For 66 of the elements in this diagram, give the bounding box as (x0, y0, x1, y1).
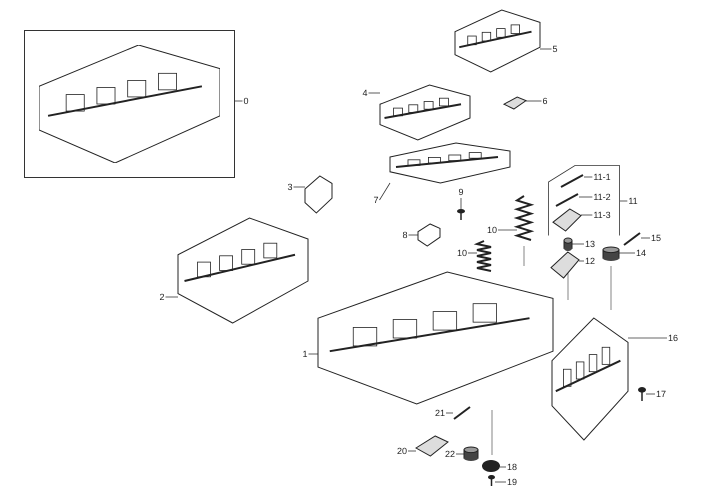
screw-drawing (488, 475, 495, 486)
callout-number: 21 (434, 408, 445, 418)
callout-number: 3 (287, 182, 292, 192)
callout-number: 13 (584, 239, 595, 249)
callout-number: 9 (458, 187, 464, 197)
callout-number: 19 (506, 477, 517, 487)
assembly-frame (24, 30, 235, 178)
callout-number: 6 (542, 96, 548, 106)
callout-number: 12 (584, 256, 595, 266)
leader-line (379, 182, 390, 200)
callout-number: 5 (552, 44, 558, 54)
leader-line (368, 92, 380, 94)
leader-line (408, 450, 416, 452)
guide-drawing (178, 218, 308, 323)
roller-drawing (564, 238, 572, 251)
callout-number: 1 (302, 349, 308, 359)
plate-drawing (390, 143, 510, 183)
callout-number: 15 (650, 233, 661, 243)
leader-line (526, 100, 542, 102)
guide-drawing (305, 176, 332, 213)
leader-line (578, 196, 593, 198)
cover-drawing (552, 318, 628, 440)
leader-line (468, 252, 478, 254)
leader-line (408, 234, 418, 236)
callout-number: 7 (373, 195, 378, 205)
foot-drawing (482, 460, 500, 472)
leader-line (540, 48, 552, 50)
roller-drawing (603, 247, 619, 261)
leader-line (618, 252, 636, 254)
callout-number: 0 (243, 96, 248, 106)
rod-drawing (623, 232, 641, 246)
leader-line (293, 186, 306, 188)
rod-drawing (453, 406, 471, 420)
callout-number: 18 (506, 462, 517, 472)
leader-line (165, 296, 178, 298)
roller-drawing (464, 447, 478, 461)
screw-drawing (457, 209, 465, 220)
callout-number: 22 (444, 449, 455, 459)
leader-line (580, 214, 593, 216)
leader-line (234, 100, 243, 102)
callout-number: 11 (628, 196, 638, 206)
callout-number: 20 (396, 446, 407, 456)
callout-number: 11-3 (593, 210, 611, 220)
leader-line (500, 466, 506, 468)
callout-number: 10 (486, 225, 497, 235)
leader-line (620, 200, 628, 202)
cover-drawing (455, 10, 540, 72)
callout-number: 8 (402, 230, 408, 240)
callout-number: 10 (456, 248, 467, 258)
leader-line (446, 412, 454, 414)
lever-drawing (551, 252, 579, 278)
callout-number: 16 (668, 333, 678, 343)
callout-number: 17 (656, 389, 666, 399)
group-bracket (548, 165, 620, 236)
callout-number: 11-2 (593, 192, 611, 202)
pad-drawing (504, 97, 526, 109)
leader-line (460, 198, 462, 210)
screw-drawing (638, 387, 646, 401)
callout-number: 14 (636, 248, 646, 258)
leader-line (584, 176, 593, 178)
leader-line (578, 260, 584, 262)
callout-number: 11-1 (593, 172, 611, 182)
guide-drawing (418, 224, 440, 246)
guide-drawing (380, 85, 470, 140)
callout-number: 2 (159, 292, 164, 302)
callout-number: 4 (362, 88, 368, 98)
